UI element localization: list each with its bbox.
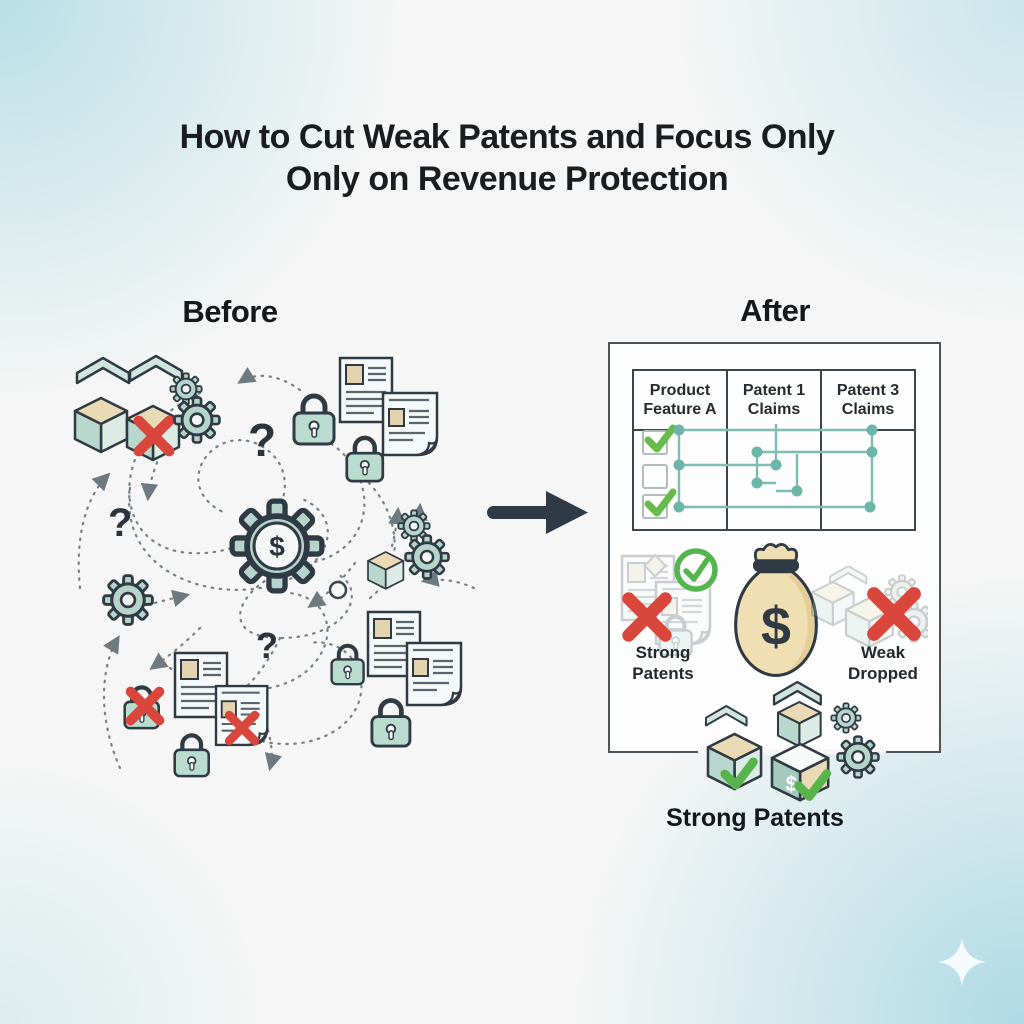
faded-documents-icon [620,553,712,655]
gear-icon [404,534,450,580]
box-icon [73,396,129,454]
strong-patents-group [620,553,712,672]
dollar-symbol: $ [761,597,791,657]
document-curled-icon [381,391,439,457]
gear-icon [102,574,154,626]
svg-text:$: $ [786,773,798,796]
gear-icon [173,396,221,444]
title-line-2: Only on Revenue Protection [285,160,729,198]
matrix-checkbox[interactable] [642,488,677,519]
question-mark: ? [108,501,132,545]
lock-icon [332,646,364,684]
kept-label: Strong Patents [632,643,694,683]
page-title: How to Cut Weak Patents and Focus Only O… [0,116,1014,200]
matrix-checkbox[interactable] [642,424,677,455]
matrix-cell [726,429,822,531]
question-mark: ? [256,625,278,666]
matrix-checkbox[interactable] [642,464,668,489]
gear-icon [830,702,862,734]
node-circle [328,580,348,600]
document-curled-icon [214,684,269,747]
lock-icon [372,700,410,746]
column-header-patent1-claims: Patent 1 Claims [726,369,822,431]
lock-icon [175,735,209,776]
matrix-cell [820,429,916,531]
dollar-box-icon: $ [770,742,828,802]
chevron-icon [772,680,822,706]
after-label: After [740,293,810,328]
sparkle-icon [938,938,986,986]
strong-patents-boxes: $ [705,680,880,802]
dollar-badge-icon: $ [232,501,322,591]
chevron-icon [705,705,748,727]
document-curled-icon [405,641,463,707]
lock-icon [347,438,383,481]
gear-icon [836,735,880,779]
svg-text:$: $ [269,531,285,562]
title-line-1: How to Cut Weak Patents and Focus Only [179,118,835,156]
lock-icon [294,396,334,444]
transformation-arrow-icon [487,491,588,534]
question-mark: ? [248,414,276,466]
dropped-label: Weak Dropped [848,643,918,683]
box-icon [367,551,405,590]
box-icon [776,700,822,748]
chevron-icon [128,354,184,383]
strong-patents-label: Strong Patents [666,804,844,832]
column-header-patent3-claims: Patent 3 Claims [820,369,916,431]
column-header-product-feature: Product Feature A [632,369,728,431]
before-label: Before [182,294,278,329]
green-check-circle-icon [674,548,718,592]
chevron-icon [75,356,131,385]
before-chaos-diagram: ? ? ? $ [73,354,476,806]
